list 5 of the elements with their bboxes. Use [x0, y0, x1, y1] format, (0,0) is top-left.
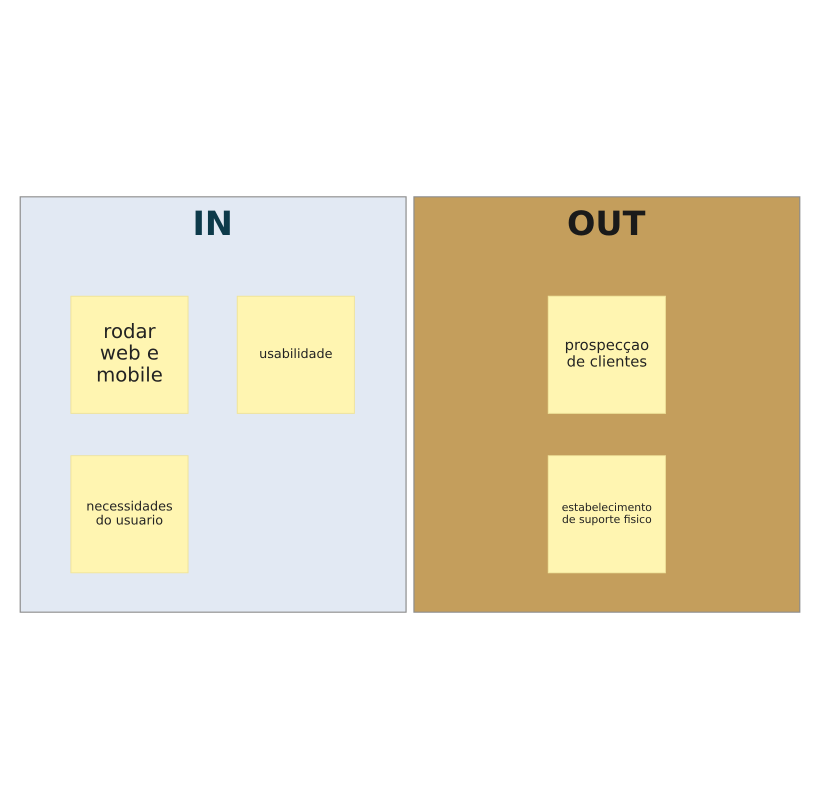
node-box: estabelecimento de suporte fisico: [548, 454, 666, 573]
node-box: usabilidade: [236, 295, 355, 414]
node-box: prospecçao de clientes: [548, 295, 666, 414]
node-box: necessidades do usuario: [70, 454, 189, 573]
node-box: rodar web e mobile: [70, 295, 189, 414]
